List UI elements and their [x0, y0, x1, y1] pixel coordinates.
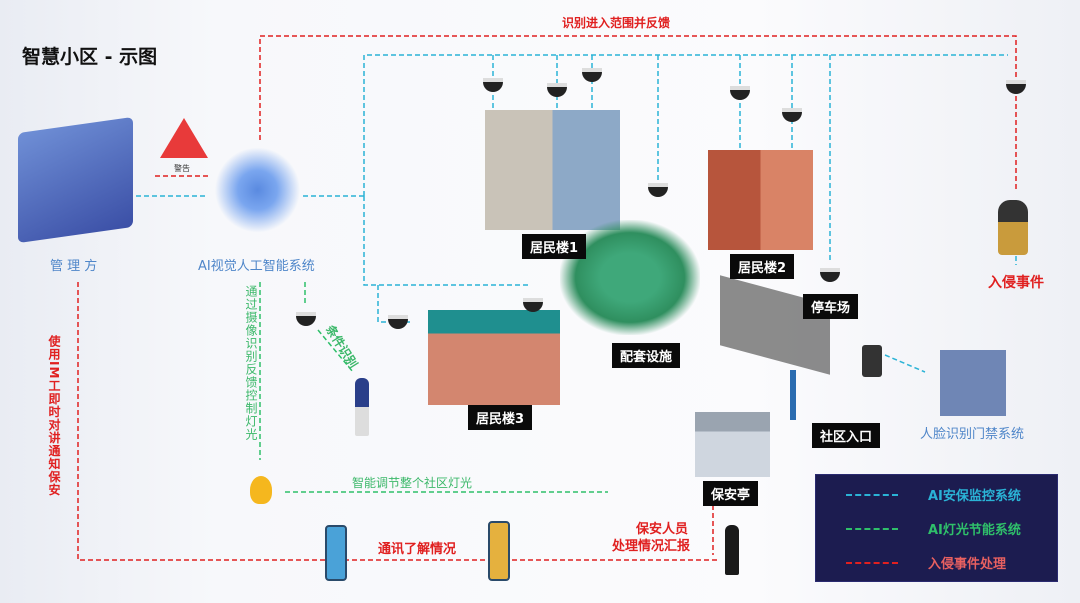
- building-1-label: 居民楼1: [522, 234, 587, 259]
- legend-item-light: AI灯光节能系统: [846, 519, 1021, 538]
- legend-line-light: [846, 527, 898, 530]
- ai-system-label: AI视觉人工智能系统: [198, 259, 315, 274]
- legend-label: AI灯光节能系统: [928, 523, 1021, 538]
- camera-icon: [730, 86, 750, 100]
- building-2-illustration: [708, 150, 813, 250]
- light-bulb-icon: [250, 476, 272, 504]
- legend-line-intrusion: [846, 561, 898, 564]
- building-2-label: 居民楼2: [730, 254, 795, 279]
- face-avatar: [940, 350, 1006, 416]
- face-line: [884, 354, 926, 373]
- camera-icon: [483, 78, 503, 92]
- guard-house-label: 保安亭: [703, 481, 759, 506]
- phone-icon-left: [325, 525, 347, 581]
- entrance-label: 社区入口: [812, 423, 881, 448]
- manager-label: 管 理 方: [50, 259, 98, 274]
- top-feedback-label: 识别进入范围并反馈: [562, 16, 671, 30]
- legend-label: 入侵事件处理: [928, 557, 1007, 572]
- camera-icon: [648, 183, 668, 197]
- manager-illustration: [18, 116, 133, 244]
- legend-line-security: [846, 493, 898, 496]
- warning-label: 警告: [174, 164, 190, 173]
- camera-icon: [1006, 80, 1026, 94]
- parking-label: 停车场: [803, 294, 859, 319]
- warning-icon: [160, 118, 208, 158]
- resident-icon: [355, 378, 369, 436]
- facilities-label: 配套设施: [612, 343, 681, 368]
- page-title: 智慧小区 - 示图: [22, 46, 158, 68]
- ai-system-illustration: [210, 145, 305, 235]
- guard-house-illustration: [695, 412, 770, 477]
- camera-icon: [582, 68, 602, 82]
- camera-icon: [782, 108, 802, 122]
- camera-icon: [820, 268, 840, 282]
- camera-icon: [523, 298, 543, 312]
- guard-report-label-2: 处理情况汇报: [612, 539, 691, 554]
- camera-icon: [547, 83, 567, 97]
- building-3-label: 居民楼3: [468, 405, 533, 430]
- intrusion-event-label: 入侵事件: [988, 275, 1044, 291]
- guard-report-label-1: 保安人员: [636, 522, 689, 537]
- communication-label: 通讯了解情况: [378, 542, 457, 557]
- face-reader-icon: [862, 345, 882, 377]
- building-3-illustration: [428, 310, 560, 405]
- camera-icon: [388, 315, 408, 329]
- legend-item-intrusion: 入侵事件处理: [846, 553, 1006, 572]
- legend-item-security: AI安保监控系统: [846, 485, 1021, 504]
- adjust-light-label: 智能调节整个社区灯光: [352, 476, 473, 490]
- intruder-icon: [998, 200, 1028, 255]
- phone-icon-right: [488, 521, 510, 581]
- security-loop-line: [300, 54, 1008, 286]
- im-notify-label: 使用IM工即时对讲通知保安: [47, 335, 61, 497]
- camera-feedback-label: 通过摄像识别反馈控制灯光: [244, 285, 258, 441]
- legend-label: AI安保监控系统: [928, 489, 1021, 504]
- legend: AI安保监控系统 AI灯光节能系统 入侵事件处理: [815, 474, 1058, 582]
- gate-illustration: [790, 370, 860, 420]
- guard-icon: [725, 525, 739, 575]
- camera-icon: [296, 312, 316, 326]
- light-control-line: [259, 282, 608, 493]
- building-1-illustration: [485, 110, 620, 230]
- intrusion-top-line: [259, 35, 1017, 190]
- face-system-label: 人脸识别门禁系统: [920, 427, 1025, 442]
